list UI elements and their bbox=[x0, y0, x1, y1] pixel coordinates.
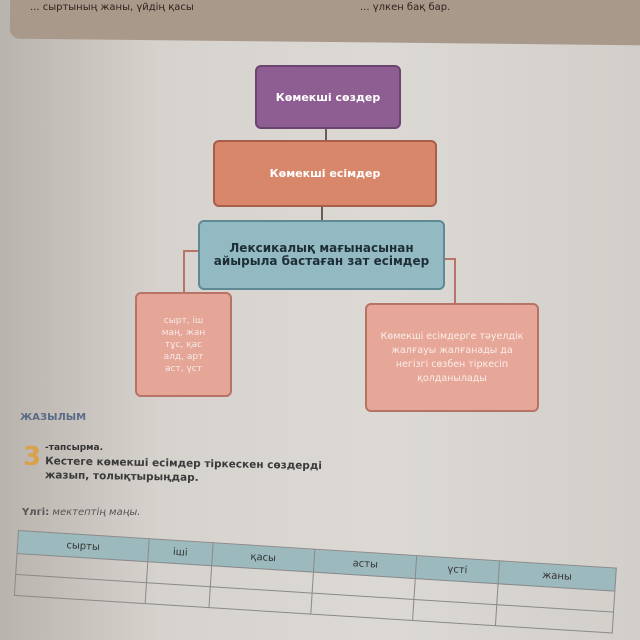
table-cell[interactable] bbox=[145, 582, 210, 608]
word-item: маң, жан bbox=[161, 327, 206, 338]
box-rule: Көмекші есімдерге тәуелдік жалғауы жалға… bbox=[365, 303, 539, 412]
connector bbox=[183, 250, 185, 293]
word-item: аст, үст bbox=[165, 363, 202, 374]
table-cell[interactable] bbox=[412, 599, 497, 626]
word-item: сырт, іш bbox=[163, 315, 204, 326]
task-number: 3 bbox=[23, 442, 42, 472]
word-item: тұс, қас bbox=[164, 339, 203, 350]
box-lexical-nouns: Лексикалық мағынасынан айырыла бастаған … bbox=[198, 220, 445, 290]
example: Үлгі: мектептің маңы. bbox=[22, 507, 140, 518]
box-auxiliary-words: Көмекші сөздер bbox=[255, 65, 401, 129]
connector bbox=[454, 258, 456, 304]
example-text: мектептің маңы. bbox=[52, 507, 141, 518]
fill-in-table: сырты іші қасы асты үсті жаны bbox=[14, 530, 617, 634]
top-text-left: ... сыртының жаны, үйдің қасы bbox=[30, 2, 194, 13]
rule-text: Көмекші есімдерге тәуелдік жалғауы жалға… bbox=[380, 330, 524, 384]
section-heading: ЖАЗЫЛЫМ bbox=[20, 412, 87, 423]
example-label: Үлгі: bbox=[22, 507, 50, 518]
connector bbox=[321, 203, 323, 221]
task-label: -тапсырма. bbox=[45, 443, 104, 453]
connector bbox=[325, 125, 327, 141]
connector bbox=[183, 250, 199, 252]
box-word-list: сырт, іш маң, жан тұс, қас алд, арт аст,… bbox=[135, 292, 232, 397]
task-text: Кестеге көмекші есімдер тіркескен сөздер… bbox=[44, 455, 323, 484]
top-text-right: ... үлкен бақ бар. bbox=[360, 2, 451, 13]
word-item: алд, арт bbox=[163, 351, 204, 362]
connector bbox=[441, 258, 455, 260]
box-auxiliary-nouns: Көмекші есімдер bbox=[213, 140, 437, 207]
